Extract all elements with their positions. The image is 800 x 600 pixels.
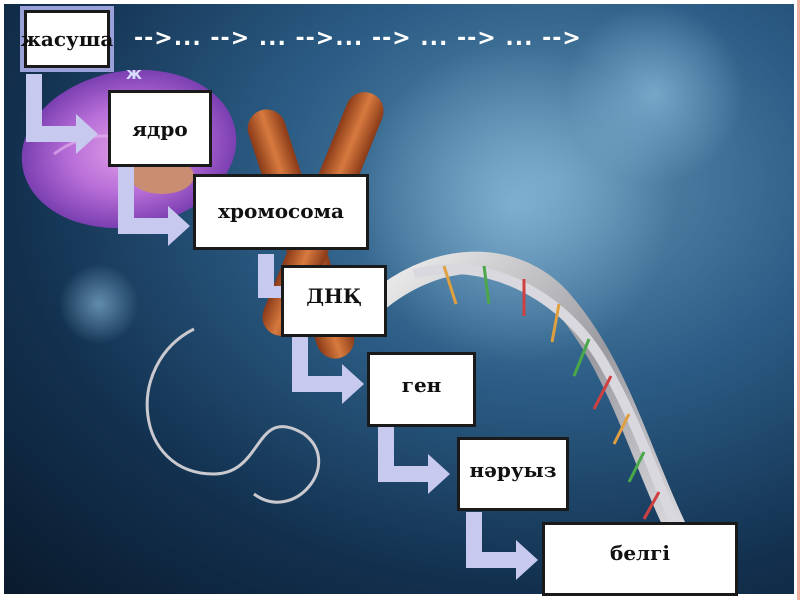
step-label-gene: ген bbox=[402, 373, 442, 397]
arrow-6 bbox=[466, 512, 538, 580]
step-label-protein: нәруыз bbox=[470, 458, 557, 482]
step-label-chromosome: хромосома bbox=[218, 199, 344, 223]
arrow-5 bbox=[378, 424, 450, 494]
step-box-chromosome: хромосома bbox=[193, 174, 369, 250]
step-label-cell: жасуша bbox=[21, 27, 114, 51]
step-box-protein: нәруыз bbox=[457, 437, 569, 511]
step-box-dna: ДНҚ bbox=[281, 265, 387, 337]
chain-arrows-text: -->... --> ... -->... --> ... --> ... --… bbox=[134, 26, 582, 51]
step-label-nucleus: ядро bbox=[132, 117, 187, 141]
stray-letter: ж bbox=[126, 64, 142, 83]
step-label-dna: ДНҚ bbox=[306, 284, 362, 308]
step-box-trait: белгі bbox=[542, 522, 738, 596]
step-box-gene: ген bbox=[367, 352, 476, 427]
step-box-nucleus: ядро bbox=[108, 90, 212, 167]
step-label-trait: белгі bbox=[610, 541, 670, 565]
step-box-cell: жасуша bbox=[24, 10, 110, 68]
